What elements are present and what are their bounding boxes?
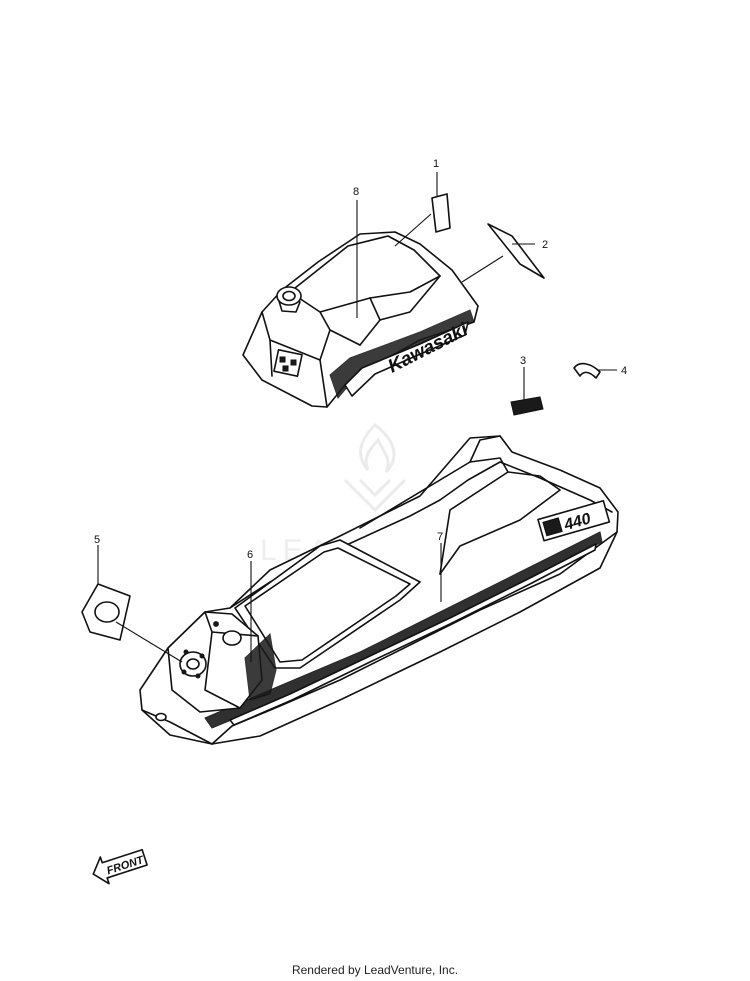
decal-1 (431, 193, 451, 233)
decal-4 (573, 362, 601, 379)
callout-2: 2 (542, 239, 548, 251)
engine-hood: Kawasaki (242, 231, 479, 408)
leader-lines (97, 172, 617, 663)
front-arrow: FRONT (92, 848, 148, 885)
hull: 440 (139, 435, 619, 745)
callout-8: 8 (353, 186, 359, 198)
decal-5 (81, 583, 131, 641)
callout-7: 7 (437, 531, 443, 543)
callout-6: 6 (247, 549, 253, 561)
decal-2 (487, 223, 545, 279)
callout-5: 5 (94, 534, 100, 546)
callout-1: 1 (433, 158, 439, 170)
decal-3 (510, 396, 544, 416)
callout-4: 4 (621, 365, 627, 377)
footer-credit: Rendered by LeadVenture, Inc. (291, 963, 459, 977)
callouts: 1 2 3 4 5 6 7 8 (94, 158, 627, 561)
callout-3: 3 (520, 355, 526, 367)
